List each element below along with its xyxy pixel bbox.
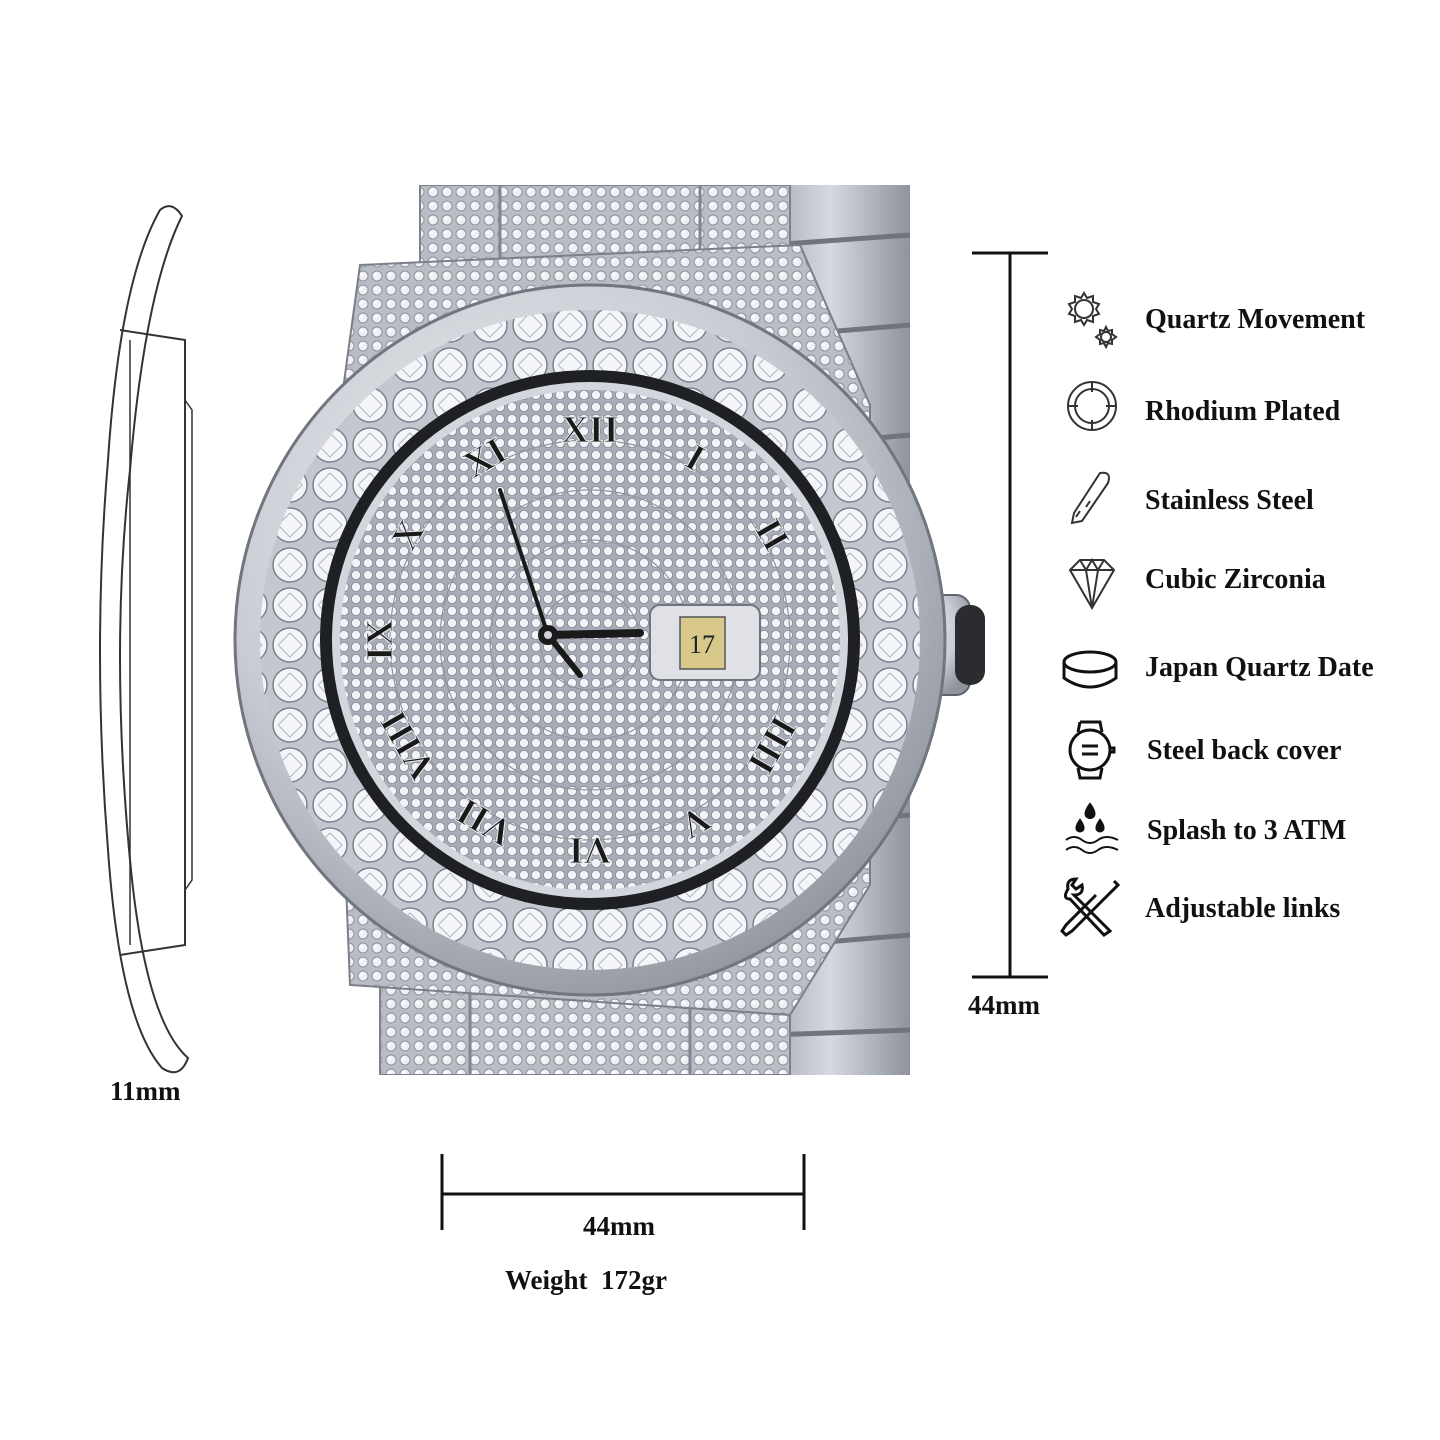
watch-hands — [498, 488, 644, 678]
feature-label-rhodium-plated: Rhodium Plated — [1145, 396, 1341, 427]
width-dimension-line — [440, 1154, 806, 1230]
dial-numeral: XII — [561, 409, 618, 451]
steel-blade-icon — [1060, 465, 1124, 529]
case-side-profile — [99, 205, 193, 1074]
width-label: 44mm — [583, 1211, 655, 1241]
height-label: 44mm — [968, 990, 1040, 1020]
feature-label-cubic-zirconia: Cubic Zirconia — [1145, 564, 1326, 595]
weight-label: Weight 172gr — [505, 1265, 667, 1295]
dial — [340, 390, 840, 890]
dial-numeral: VI — [569, 829, 611, 871]
plated-coin-icon — [1060, 372, 1124, 436]
dial-numeral: IX — [359, 619, 401, 661]
gears-icon — [1060, 285, 1124, 349]
feature-label-quartz-movement: Quartz Movement — [1145, 304, 1366, 335]
thickness-label: 11mm — [110, 1076, 181, 1106]
feature-label-japan-quartz-date: Japan Quartz Date — [1145, 652, 1374, 683]
feature-label-splash-to-3-atm: Splash to 3 ATM — [1147, 815, 1347, 846]
water-drops-icon — [1060, 798, 1124, 862]
watch-back-icon — [1058, 718, 1122, 782]
date-window: 17 — [649, 604, 761, 681]
diamond-icon — [1060, 552, 1124, 616]
date-value: 17 — [689, 630, 715, 659]
battery-coin-icon — [1058, 638, 1122, 702]
feature-label-steel-back-cover: Steel back cover — [1147, 735, 1342, 766]
feature-label-adjustable-links: Adjustable links — [1145, 893, 1341, 924]
height-dimension-line — [972, 251, 1048, 979]
feature-label-stainless-steel: Stainless Steel — [1145, 485, 1314, 516]
tools-icon — [1058, 875, 1122, 939]
